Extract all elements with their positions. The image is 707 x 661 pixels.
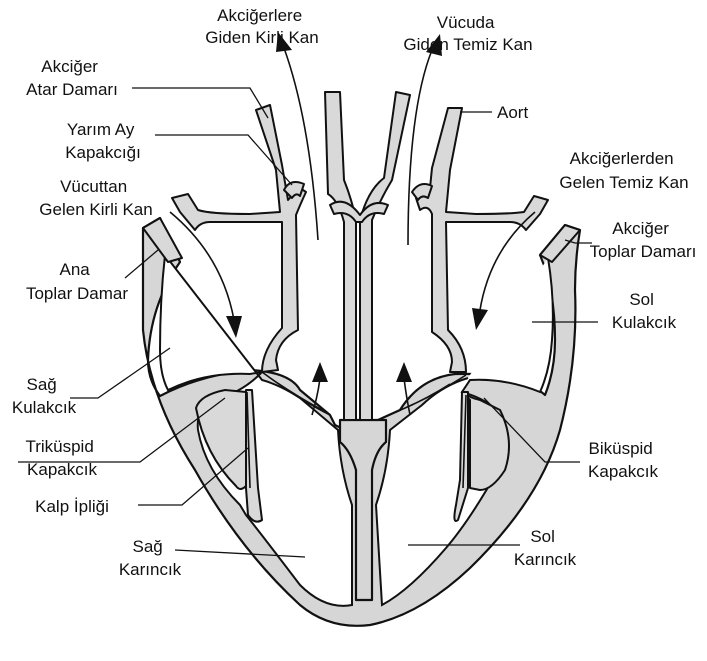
central-artery-cup [330,202,388,222]
aortic-valve [412,184,432,200]
label-yarim-ay: Yarım Ay Kapakcığı [65,120,141,162]
label-akcigerlere: Akciğerlere Giden Kirli Kan [205,6,318,47]
label-sag-kulakcik: Sağ Kulakcık [12,375,77,417]
label-ana-toplar: Ana Toplar Damar [26,260,128,303]
leader-akciger-atar [132,88,268,118]
label-aort: Aort [497,103,528,122]
label-sol-karincik: Sol Karıncık [514,527,577,569]
label-akciger-toplar: Akciğer Toplar Damarı [590,219,697,261]
label-kalp-ipligi: Kalp İpliği [35,497,109,516]
label-sag-karincik: Sağ Karıncık [119,537,182,579]
arrow-left-ventricle-up-head [396,362,412,382]
label-akcigerlerden: Akciğerlerden Gelen Temiz Kan [559,149,688,192]
arrow-to-body [408,50,432,245]
central-artery-left [325,92,356,420]
arrow-from-lungs-head [472,308,488,330]
label-trikuspid: Triküspid Kapakcık [25,437,98,479]
label-vucuttan: Vücuttan Gelen Kirli Kan [39,177,152,219]
label-sol-kulakcik: Sol Kulakcık [612,290,677,332]
label-akciger-atar: Akciğer Atar Damarı [26,57,118,99]
label-vucuda: Vücuda Giden Temiz Kan [403,13,532,54]
label-bikuspid: Biküspid Kapakcık [588,439,658,481]
arrow-right-ventricle-up-head [312,362,328,382]
arrow-from-body-head [226,316,242,338]
